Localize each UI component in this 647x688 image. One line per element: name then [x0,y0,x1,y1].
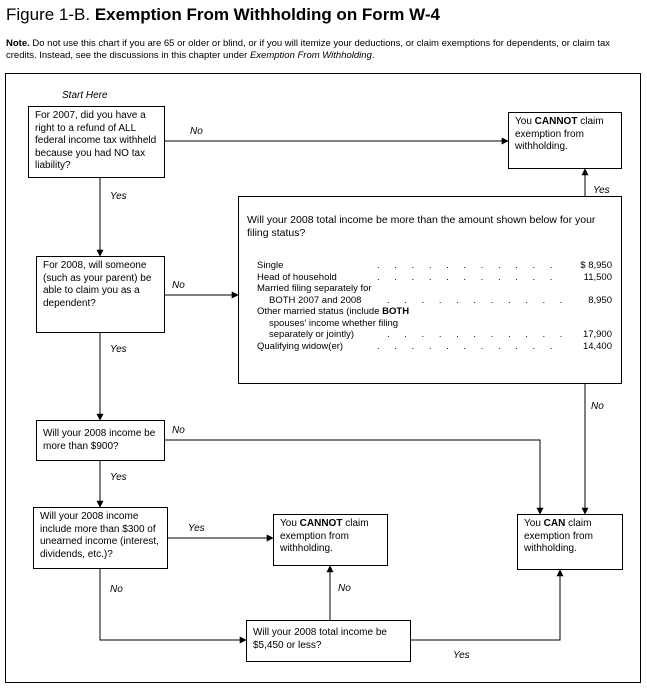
result-cannot-claim-middle: You CANNOT claim exemption from withhold… [273,514,388,566]
figure-title: Figure 1-B. Exemption From Withholding o… [6,5,440,24]
question-refund-2007: For 2007, did you have a right to a refu… [28,106,165,178]
filing-row-single: Single. . . . . . . . . . . . . .$ 8,950 [257,260,612,271]
question-unearned-income: Will your 2008 income include more than … [33,507,168,569]
question-income-900: Will your 2008 income be more than $900? [36,420,165,461]
label-big-yes: Yes [593,185,610,196]
result-can-claim: You CAN claim exemption from withholding… [517,514,623,570]
arrow-q3-no [165,439,544,515]
label-q2-no: No [172,280,185,291]
filing-row-other-married: Other married status (include BOTH [257,306,410,317]
question-income-5450: Will your 2008 total income be $5,450 or… [246,620,411,662]
arrow-q4-no [99,569,247,644]
filing-row-hoh: Head of household. . . . . . . . . . . .… [257,271,612,283]
question-dependent-2008: For 2008, will someone (such as your par… [36,256,165,333]
figure-note: Note. Do not use this chart if you are 6… [6,38,611,61]
arrow-q5-yes [411,569,564,641]
start-here-label: Start Here [62,90,108,101]
filing-status-table: Single. . . . . . . . . . . . . .$ 8,950… [257,260,612,352]
label-q3-no: No [172,425,185,436]
label-big-no: No [591,401,604,412]
label-q4-yes: Yes [188,523,205,534]
chart-frame [5,73,641,683]
result-cannot-claim-top: You CANNOT claim exemption from withhold… [508,112,622,169]
label-q1-yes: Yes [110,191,127,202]
label-q2-yes: Yes [110,344,127,355]
filing-row-mfs: Married filing separately for [257,283,372,294]
label-q4-no: No [110,584,123,595]
label-q5-no: No [338,583,351,594]
label-q3-yes: Yes [110,472,127,483]
label-q1-no: No [190,126,203,137]
filing-row-qualifying-widow: Qualifying widow(er). . . . . . . . . . … [257,340,612,352]
label-q5-yes: Yes [453,650,470,661]
question-income-threshold: Will your 2008 total income be more than… [238,196,622,384]
